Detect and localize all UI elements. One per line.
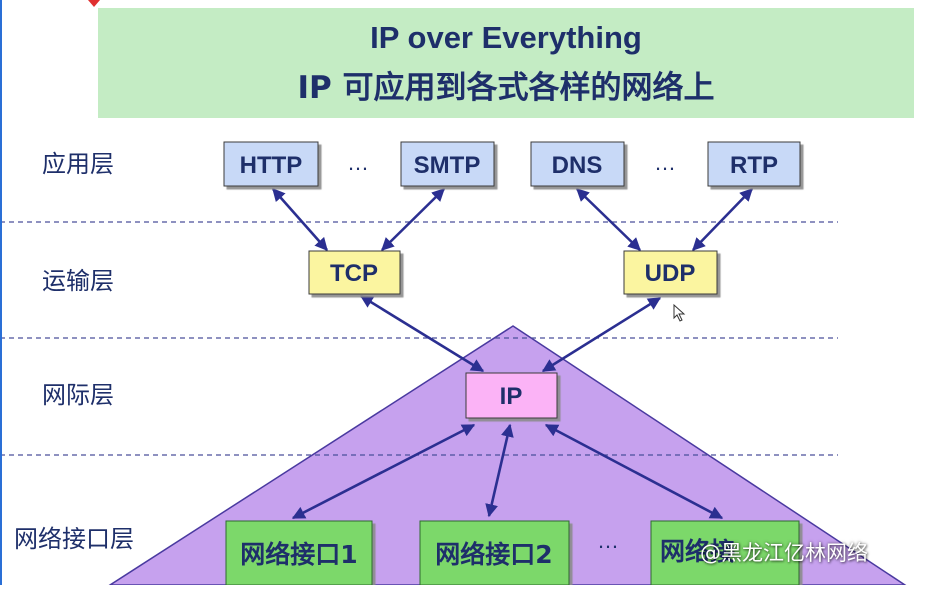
mouse-cursor-icon <box>673 303 686 322</box>
ellipsis-application-left: … <box>347 150 369 175</box>
arrow-http-tcp <box>272 188 328 251</box>
protocol-box-ip: IP <box>465 372 558 419</box>
protocol-box-http: HTTP <box>223 141 319 187</box>
protocol-label: DNS <box>552 152 603 179</box>
arrow-rtp-udp <box>692 188 753 251</box>
protocol-label: TCP <box>330 260 378 287</box>
protocol-label: IP <box>500 383 523 410</box>
interface-box-1: 网络接口1 <box>225 520 373 586</box>
protocol-label: RTP <box>730 152 778 179</box>
interface-label: 网络接口1 <box>240 540 357 569</box>
interface-label: 网络接 <box>660 537 735 566</box>
arrow-tcp-ip <box>359 294 485 373</box>
corner-marker-icon <box>88 0 100 7</box>
watermark-text: @黑龙江亿林网络 <box>700 541 868 565</box>
arrow-ip-interface2 <box>485 423 514 518</box>
protocol-label: SMTP <box>414 152 481 179</box>
interface-label: 网络接口2 <box>435 540 552 569</box>
layer-label-application: 应用层 <box>42 150 114 178</box>
layer-label-transport: 运输层 <box>42 267 114 295</box>
watermark: @黑龙江亿林网络 <box>700 534 868 570</box>
protocol-label: UDP <box>645 260 696 287</box>
interface-box-3: 网络接 <box>650 520 800 586</box>
protocol-box-dns: DNS <box>530 141 625 187</box>
ellipsis-application-right: … <box>654 150 676 175</box>
protocol-box-smtp: SMTP <box>400 141 495 187</box>
connection-arrows <box>272 188 753 520</box>
window-left-edge <box>0 0 2 585</box>
title-banner <box>98 8 914 118</box>
layer-label-network-interface: 网络接口层 <box>14 525 134 553</box>
protocol-box-tcp: TCP <box>308 250 401 295</box>
protocol-label: HTTP <box>240 152 303 179</box>
ellipsis-interface: … <box>597 528 619 553</box>
arrow-smtp-tcp <box>381 188 445 251</box>
protocol-box-udp: UDP <box>623 250 718 295</box>
arrow-ip-interface3 <box>544 423 724 520</box>
arrow-dns-udp <box>576 188 641 251</box>
interface-box-2: 网络接口2 <box>419 520 570 586</box>
arrow-udp-ip <box>541 296 662 373</box>
banner-title: IP over Everything <box>370 20 642 55</box>
protocol-box-rtp: RTP <box>707 141 801 187</box>
arrow-ip-interface1 <box>291 423 476 520</box>
banner-subtitle: IP 可应用到各式各样的网络上 <box>297 70 714 106</box>
layer-label-internet: 网际层 <box>42 381 114 409</box>
